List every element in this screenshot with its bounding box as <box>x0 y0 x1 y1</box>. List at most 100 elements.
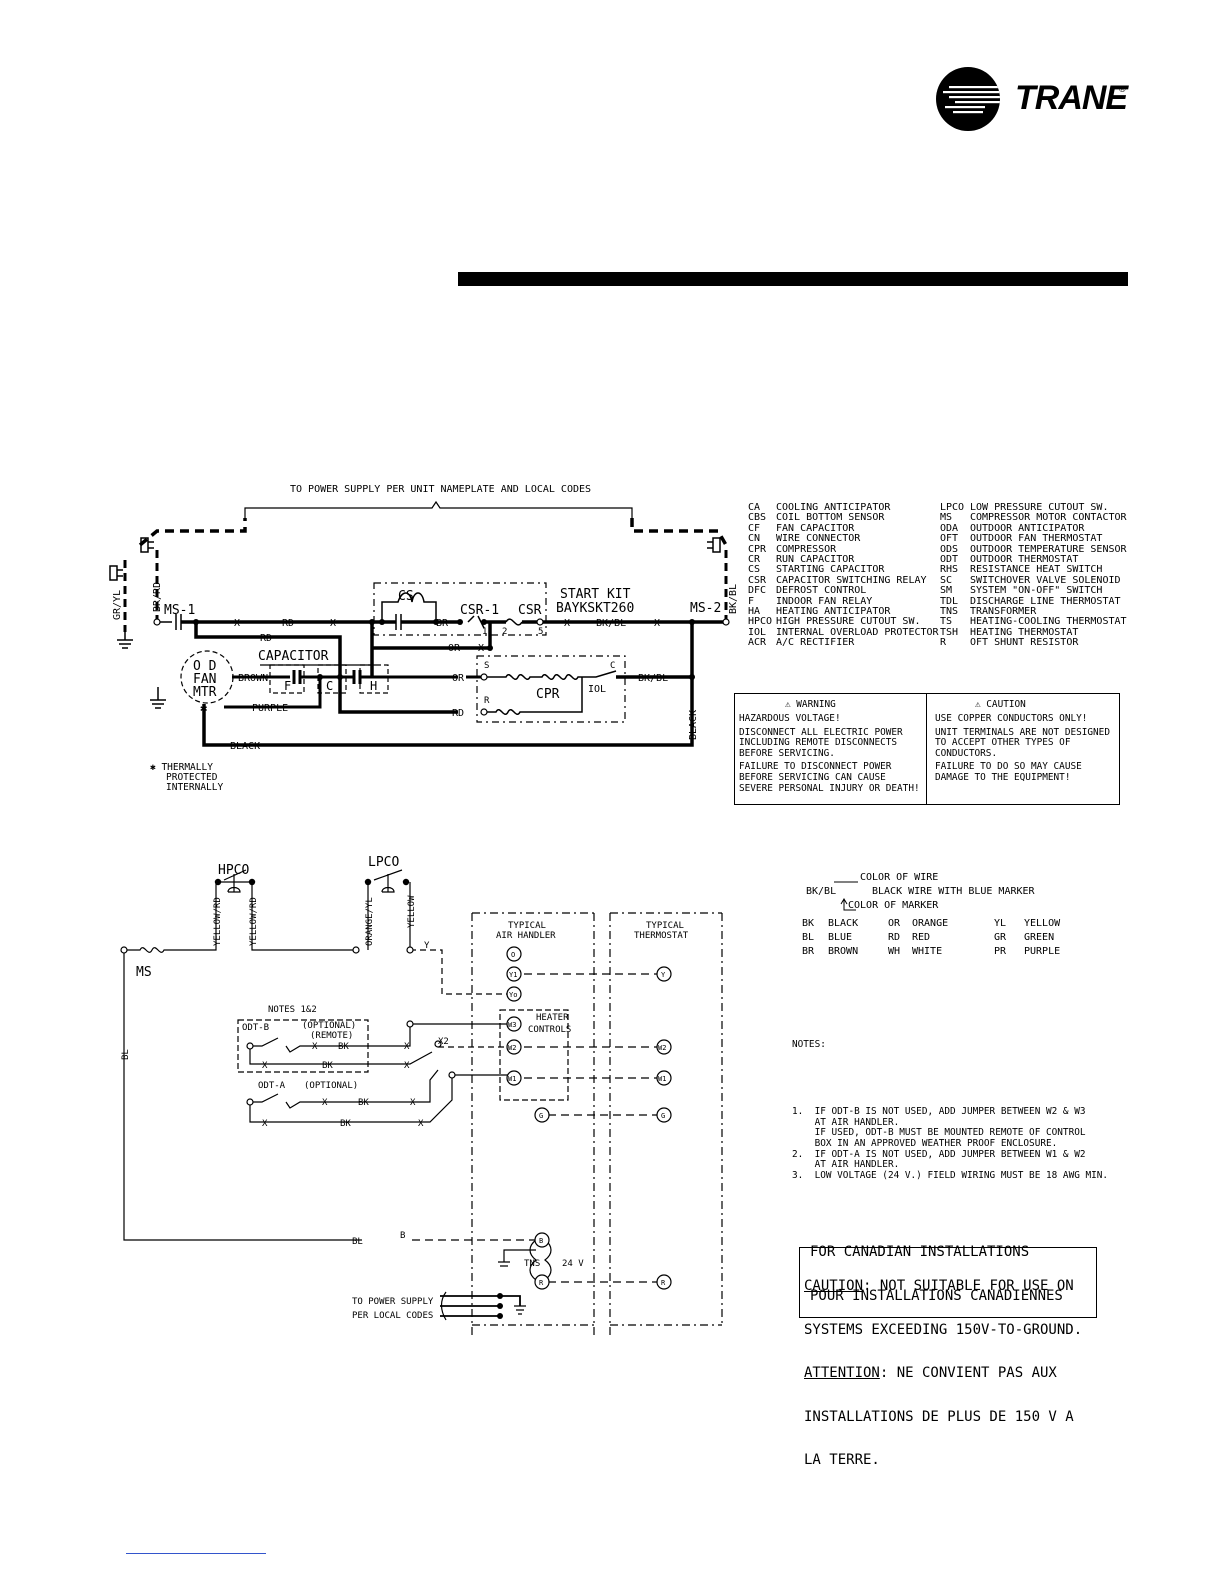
term-w1: W1 <box>508 1075 516 1083</box>
color-code: GR <box>994 932 1007 943</box>
text-line: DAMAGE TO THE EQUIPMENT! <box>935 771 1071 783</box>
ts-term-w2: W2 <box>658 1044 666 1052</box>
color-name: GREEN <box>1024 932 1055 943</box>
csr1-label: CSR-1 <box>460 603 499 618</box>
abbr-code: RHS <box>940 564 959 576</box>
kit-model-label: BAYKSKT260 <box>556 601 634 616</box>
color-key: COLOR OF WIRE BK/BL BLACK WIRE WITH BLUE… <box>802 870 1102 970</box>
wire-black-vertical-label: BLACK <box>688 710 699 740</box>
abbr-desc: OUTDOOR TEMPERATURE SENSOR <box>970 543 1127 555</box>
wire-bk-bl-label: BK/BL <box>596 618 626 629</box>
iol-label: IOL <box>588 684 606 695</box>
color-name: BLUE <box>828 932 853 943</box>
abbr-code: TS <box>940 616 953 628</box>
gr-yl-label: GR/YL <box>112 590 123 620</box>
canadian-line-5: LA TERRE. <box>804 1452 880 1468</box>
color-name: BLACK <box>828 918 859 929</box>
canadian-line-4: INSTALLATIONS DE PLUS DE 150 V A <box>804 1408 1074 1425</box>
abbr-code: TSH <box>940 626 959 638</box>
lpco-label: LPCO <box>368 855 399 870</box>
abbr-code: F <box>748 595 755 607</box>
cap-c-label: C <box>326 679 333 693</box>
wire-bk-bl-label-2: BK/BL <box>638 673 668 684</box>
abbr-desc: HEATING ANTICIPATOR <box>776 606 891 618</box>
abbr-desc: OUTDOOR THERMOSTAT <box>970 554 1079 566</box>
text-line: 3. LOW VOLTAGE (24 V.) FIELD WIRING MUST… <box>792 1169 1109 1181</box>
fan-fan-label: FAN <box>193 672 216 687</box>
abbr-code: TNS <box>940 606 959 618</box>
cpr-c-label: C <box>610 661 615 671</box>
abbr-code: CN <box>748 533 761 545</box>
warning-caution-box: ⚠ WARNING HAZARDOUS VOLTAGE! DISCONNECT … <box>734 693 1120 805</box>
odt-a-label: ODT-A <box>258 1081 286 1091</box>
abbr-desc: SYSTEM "ON-OFF" SWITCH <box>970 585 1103 597</box>
abbr-code: CSR <box>748 574 767 586</box>
text-line: TO ACCEPT OTHER TYPES OF <box>935 737 1071 749</box>
brand-logo: TRANE ® <box>935 66 1135 132</box>
wire-y-label: Y <box>424 941 430 951</box>
footer-link-rule <box>126 1553 266 1554</box>
capacitor-label: CAPACITOR <box>258 649 329 664</box>
abbr-desc: WIRE CONNECTOR <box>776 533 861 545</box>
color-name: YELLOW <box>1024 918 1061 929</box>
warning-title: ⚠ WARNING <box>785 699 836 710</box>
ts-term-y: Y <box>661 971 666 979</box>
attention-rest: : NE CONVIENT PAS AUX <box>879 1365 1057 1381</box>
abbr-row: SM SYSTEM "ON-OFF" SWITCH <box>940 585 1127 597</box>
abbr-code: SM <box>940 585 953 597</box>
term-yo: Yo <box>509 991 517 999</box>
thermal-note-3: INTERNALLY <box>166 782 223 793</box>
color-code: OR <box>888 918 901 929</box>
abbr-desc: HEATING-COOLING THERMOSTAT <box>970 616 1127 628</box>
fan-od-label: O D <box>193 659 217 674</box>
typical-ts-1: TYPICAL <box>646 921 684 931</box>
ts-term-g: G <box>661 1112 665 1120</box>
abbr-code: HA <box>748 606 761 618</box>
tns-label: TNS <box>524 1259 540 1269</box>
abbr-code: HPCO <box>748 616 773 628</box>
term-r: R <box>539 1279 544 1287</box>
odt-b-x2: X <box>404 1042 410 1052</box>
wire-black-label: BLACK <box>230 741 260 752</box>
abbr-desc: OFT SHUNT RESISTOR <box>970 637 1079 649</box>
caution-rest: : NOT SUITABLE FOR USE ON <box>863 1278 1074 1294</box>
yellow-label: YELLOW <box>407 895 417 928</box>
abbr-desc: HIGH PRESSURE CUTOUT SW. <box>776 616 921 628</box>
pin-5-label: 5 <box>538 627 543 637</box>
caution-text: USE COPPER CONDUCTORS ONLY! UNIT TERMINA… <box>935 713 1110 784</box>
optional-label-b: (OPTIONAL) <box>302 1021 356 1031</box>
abbr-desc: COMPRESSOR MOTOR CONTACTOR <box>970 512 1127 524</box>
wire-bl-label: BL <box>121 1049 131 1060</box>
text-line: INCLUDING REMOTE DISCONNECTS <box>739 737 898 749</box>
fan-mtr-label: MTR <box>193 685 217 700</box>
term-y1: Y1 <box>509 971 517 979</box>
header-rule <box>458 272 1128 286</box>
24v-label: 24 V <box>562 1259 584 1269</box>
abbr-desc: OUTDOOR ANTICIPATOR <box>970 522 1085 534</box>
x2-label: X2 <box>438 1037 449 1047</box>
abbr-code: CBS <box>748 512 767 524</box>
abbr-desc: DISCHARGE LINE THERMOSTAT <box>970 595 1121 607</box>
color-name: PURPLE <box>1024 946 1061 957</box>
wire-rd-label-2: RD <box>260 633 272 644</box>
ts-term-r: R <box>661 1279 666 1287</box>
odt-a-x2: X <box>410 1098 416 1108</box>
cap-h-label: H <box>370 679 377 693</box>
abbr-desc: INTERNAL OVERLOAD PROTECTOR <box>776 626 939 638</box>
abbr-code: CA <box>748 502 761 513</box>
trane-emblem-icon <box>936 67 1000 131</box>
abbr-row: HA HEATING ANTICIPATOR <box>748 606 939 618</box>
heater-label-1: HEATER <box>536 1013 569 1023</box>
wire-x-label: X <box>564 618 570 629</box>
ms-label: MS <box>136 965 152 980</box>
abbr-desc: HEATING THERMOSTAT <box>970 626 1079 638</box>
